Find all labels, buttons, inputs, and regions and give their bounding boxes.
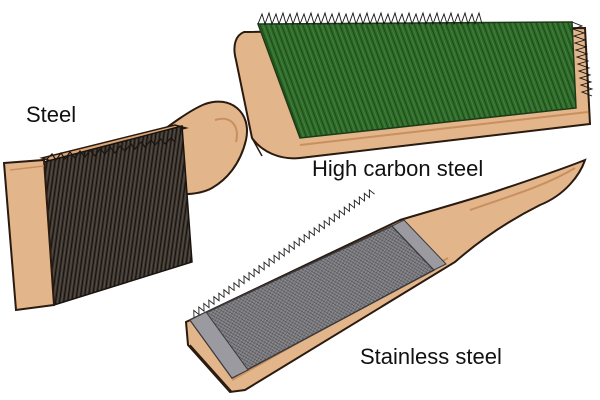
stainless-steel-file-card	[184, 158, 587, 394]
steel-file-card	[2, 100, 248, 312]
high-carbon-steel-file-card	[233, 11, 594, 160]
label-stainless-steel: Stainless steel	[360, 344, 502, 369]
steel-card-board	[2, 158, 56, 312]
label-steel: Steel	[26, 102, 77, 127]
label-high-carbon-steel: High carbon steel	[312, 156, 484, 181]
